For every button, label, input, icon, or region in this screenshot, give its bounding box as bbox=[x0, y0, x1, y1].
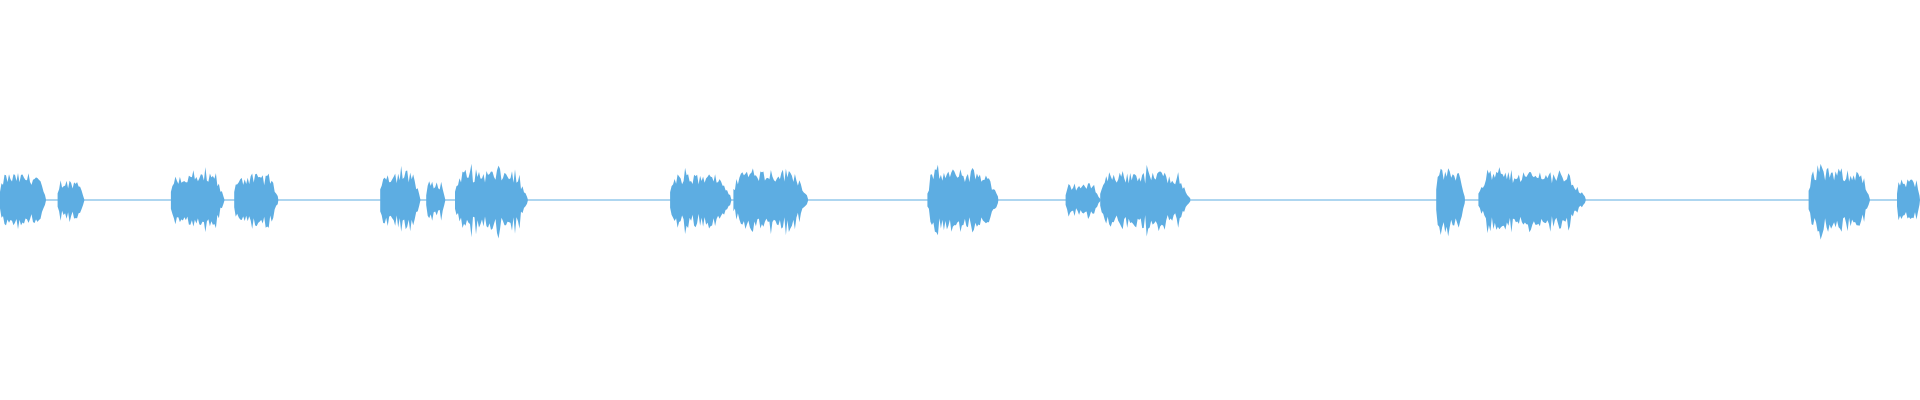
waveform-segment bbox=[455, 163, 528, 239]
waveform-segment bbox=[670, 167, 732, 234]
waveform-segment bbox=[1478, 167, 1586, 234]
waveform-segment bbox=[1808, 163, 1871, 240]
waveform-segment bbox=[1065, 183, 1101, 219]
waveform-segment bbox=[170, 167, 225, 233]
waveform-segment bbox=[426, 181, 446, 221]
waveform-segment bbox=[733, 168, 809, 236]
waveform-segment bbox=[927, 164, 999, 236]
waveform-segment bbox=[380, 165, 421, 232]
waveform-segment bbox=[1436, 168, 1465, 237]
waveform-segment bbox=[1100, 164, 1191, 237]
waveform-segment bbox=[1897, 179, 1920, 221]
waveform-segment bbox=[57, 180, 85, 223]
waveform-segment bbox=[0, 173, 47, 230]
waveform-segments bbox=[0, 163, 1920, 240]
waveform-segment bbox=[234, 173, 279, 229]
